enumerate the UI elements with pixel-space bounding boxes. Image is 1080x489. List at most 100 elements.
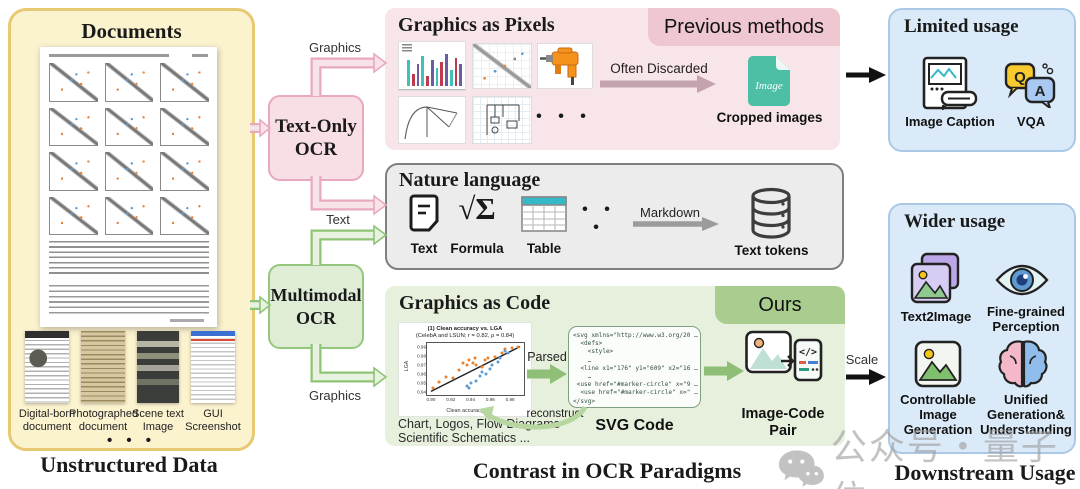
- formula-item-label: Formula: [450, 241, 504, 256]
- x-tick-label: 0.94: [466, 396, 476, 402]
- cropped-images-label: Cropped images: [716, 110, 823, 125]
- wider-usage-box: Wider usage: [888, 203, 1076, 454]
- paper-mini-plot: [104, 196, 154, 235]
- limited-usage-box: Limited usage Q A: [888, 8, 1076, 152]
- graphics-as-pixels-row: Previous methods Graphics as Pixels: [385, 8, 840, 150]
- thumb-label-digital-born: Digital-born document: [18, 408, 76, 433]
- scatter-subtitle: (CelebA and LSUN; r = 0.82, ρ = 0.84): [415, 333, 515, 339]
- scatter-point: [437, 380, 441, 384]
- decor-bar: [430, 60, 434, 86]
- caption-unstructured-data: Unstructured Data: [40, 452, 218, 477]
- x-tick-label: 0.90: [426, 396, 436, 402]
- scatter-point: [478, 374, 482, 378]
- brain-icon: [998, 340, 1048, 388]
- decor-bar: [407, 60, 410, 86]
- flow-label-graphics-top: Graphics: [308, 40, 362, 55]
- stacked-photos-icon: [910, 252, 960, 304]
- circuit-diagram: [486, 104, 520, 135]
- scatter-point: [465, 384, 469, 388]
- formula-icon: √Σ: [458, 191, 496, 226]
- x-tick-label: 0.98: [505, 396, 515, 402]
- scatter-xlabel: Clean accuracy: [446, 408, 484, 414]
- paper-mini-plot: [104, 152, 154, 191]
- scatter-point: [500, 351, 504, 355]
- paper-body-lines: [49, 285, 209, 317]
- table-item-label: Table: [526, 241, 562, 256]
- decor-bar: [435, 68, 439, 86]
- text-document-icon: [409, 194, 439, 232]
- image-file-icon: Image: [748, 56, 790, 106]
- arrow-textonly-to-pixels: [310, 57, 375, 96]
- paper-page-number: [192, 54, 208, 57]
- scatter-point: [486, 356, 490, 360]
- svg-text:A: A: [1035, 83, 1046, 100]
- scatter-point: [474, 379, 477, 383]
- gui-screenshot-thumbnail: [191, 331, 235, 403]
- drill-icon: [540, 47, 579, 85]
- text-item-label: Text: [410, 241, 438, 256]
- paper-mini-plot: [49, 152, 98, 191]
- browser-image-icon: [922, 56, 978, 110]
- scatter-point: [496, 360, 500, 364]
- paper-mini-plot: [49, 63, 98, 102]
- paper-caption-lines: [49, 241, 209, 277]
- fine-grained-perception-icon: [994, 260, 1050, 300]
- paper-mini-plot: [160, 152, 209, 191]
- flow-label-graphics-bottom: Graphics: [308, 388, 362, 403]
- decor-bar: [440, 62, 443, 86]
- scatter-point: [444, 375, 448, 379]
- scatter-plot-image: [472, 43, 532, 89]
- paper-mini-plot: [160, 196, 209, 235]
- text2image-label: Text2Image: [900, 309, 972, 324]
- caption-contrast-in-ocr-paradigms: Contrast in OCR Paradigms: [472, 458, 742, 483]
- database-icon: [751, 187, 791, 239]
- decor-bar: [426, 76, 429, 86]
- eye-icon: [995, 264, 1049, 296]
- scatter-point: [498, 356, 502, 360]
- decor-bar: [449, 70, 453, 86]
- paper-header-line: [49, 54, 169, 57]
- paper-mini-plot: [104, 107, 154, 146]
- scatter-point: [503, 347, 507, 351]
- watermark: 公众号・量子位: [778, 418, 1080, 489]
- svg-code-box: <svg xmlns="http://www.w3.org/20 … <defs…: [568, 326, 701, 408]
- paper-mini-plot: [104, 63, 154, 102]
- paper-mini-plot: [49, 107, 98, 146]
- scale-label: Scale: [845, 352, 879, 367]
- scatter-point: [488, 367, 492, 371]
- documents-box: Documents Digital-born document Photogra…: [8, 8, 255, 451]
- y-tick-label: 0.96: [417, 371, 427, 377]
- controllable-image-generation-icon: [914, 340, 962, 388]
- scatter-point: [451, 376, 455, 380]
- scatter-point: [480, 370, 484, 374]
- scatter-point: [483, 358, 487, 362]
- decor-bar: [459, 64, 462, 86]
- y-tick-label: 0.97: [417, 362, 427, 368]
- cropped-image-file-icon: Image: [748, 56, 790, 106]
- previous-methods-tag: Previous methods: [648, 8, 840, 46]
- graphics-as-code-row: Ours Graphics as Code (1) Clean accuracy…: [385, 286, 845, 446]
- thumb-label-scene-text: Scene text Image: [132, 408, 184, 433]
- scatter-point: [457, 368, 461, 372]
- scatter-point: [480, 365, 484, 369]
- vqa-label: VQA: [1016, 114, 1046, 129]
- markdown-label: Markdown: [640, 205, 700, 220]
- text2image-icon: [910, 252, 962, 304]
- graphics-types-caption-2: Scientific Schematics ...: [398, 431, 530, 445]
- nature-language-title: Nature language: [399, 169, 541, 191]
- x-tick-label: 0.92: [446, 396, 456, 402]
- nature-language-row: Nature language √Σ • • • Markdown: [385, 163, 844, 270]
- scatter-point: [510, 346, 514, 350]
- caption-downstream-usage: Downstream Usage: [894, 460, 1076, 485]
- image-caption-icon: [922, 56, 980, 110]
- decor-bar: [445, 54, 448, 86]
- qa-bubbles-icon: Q A: [1004, 62, 1056, 108]
- wider-usage-title: Wider usage: [904, 211, 1006, 232]
- paper-plot-grid: [49, 63, 209, 235]
- scatter-point: [461, 361, 465, 365]
- text-only-ocr-box: Text-Only OCR: [268, 95, 364, 181]
- circuit-diagram-image: [472, 96, 532, 144]
- wechat-icon: [778, 450, 824, 487]
- parsed-label: Parsed: [527, 350, 567, 364]
